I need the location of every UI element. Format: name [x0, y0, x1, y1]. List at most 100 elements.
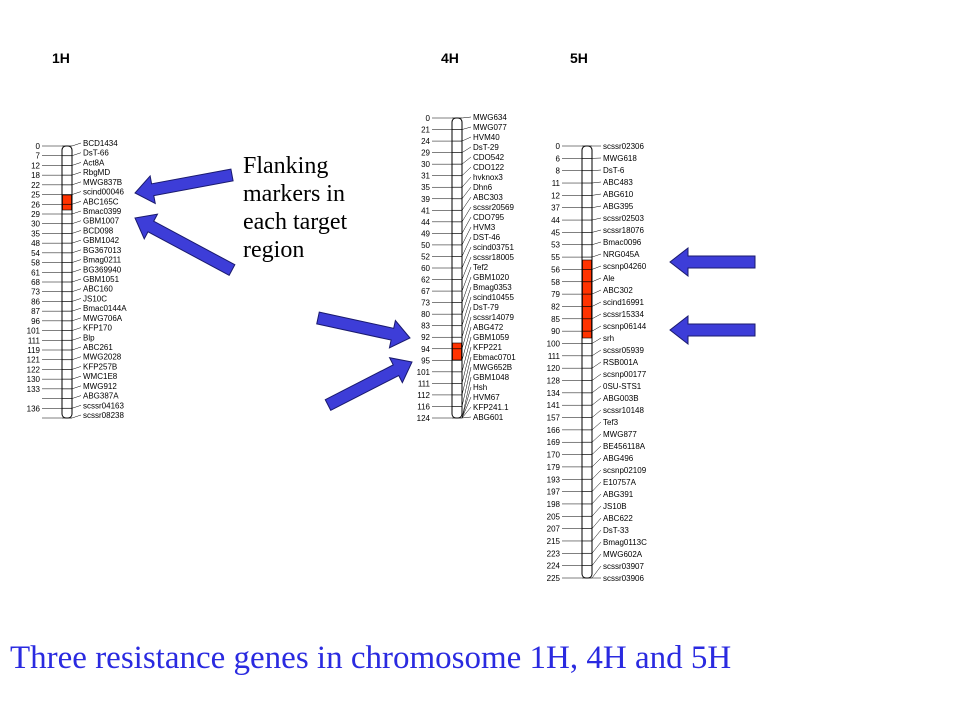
marker-connector — [461, 286, 472, 315]
marker-connector — [71, 269, 82, 273]
position-label: 169 — [547, 438, 561, 447]
position-label: 62 — [421, 276, 430, 285]
marker-label: ABC261 — [83, 343, 113, 352]
marker-connector — [461, 386, 472, 419]
marker-connector — [591, 301, 602, 307]
marker-label: Tef3 — [603, 418, 619, 427]
marker-connector — [591, 289, 602, 295]
marker-connector — [461, 376, 472, 419]
position-label: 8 — [556, 167, 561, 176]
marker-connector — [461, 396, 472, 419]
position-label: 44 — [551, 216, 560, 225]
marker-label: scsnp04260 — [603, 262, 647, 271]
position-label: 96 — [31, 317, 40, 326]
marker-label: scssr08238 — [83, 411, 124, 420]
position-label: 30 — [31, 220, 40, 229]
position-label: 83 — [421, 322, 430, 331]
position-label: 87 — [31, 307, 40, 316]
marker-label: MWG912 — [83, 382, 117, 391]
marker-connector — [71, 239, 82, 244]
marker-label: GBM1051 — [83, 275, 120, 284]
marker-connector — [461, 256, 472, 280]
position-label: 67 — [421, 287, 430, 296]
marker-connector — [71, 385, 82, 390]
marker-connector — [591, 313, 602, 320]
marker-label: scssr18076 — [603, 226, 644, 235]
marker-label: Blp — [83, 333, 95, 342]
position-label: 18 — [31, 171, 40, 180]
marker-connector — [591, 397, 602, 406]
marker-label: KFP257B — [83, 362, 117, 371]
marker-label: GBM1020 — [473, 273, 510, 282]
position-label: 119 — [27, 346, 40, 355]
marker-connector — [591, 541, 602, 554]
marker-label: WMC1E8 — [83, 372, 118, 381]
marker-label: scind10455 — [473, 293, 514, 302]
marker-label: ABG610 — [603, 190, 634, 199]
position-label: 48 — [31, 239, 40, 248]
marker-label: MWG2028 — [83, 353, 122, 362]
position-label: 41 — [421, 206, 430, 215]
position-label: 121 — [27, 356, 41, 365]
marker-connector — [591, 265, 602, 270]
position-label: 205 — [547, 512, 561, 521]
marker-label: hvknox3 — [473, 173, 503, 182]
marker-label: scsnp00177 — [603, 370, 647, 379]
marker-connector — [591, 517, 602, 529]
marker-connector — [71, 152, 82, 156]
marker-connector — [71, 210, 82, 215]
marker-label: scsnp02109 — [603, 466, 647, 475]
marker-connector — [71, 327, 82, 331]
position-label: 30 — [421, 160, 430, 169]
marker-label: Ebmac0701 — [473, 353, 516, 362]
marker-connector — [461, 206, 472, 222]
marker-connector — [591, 493, 602, 505]
marker-connector — [71, 337, 82, 341]
target-region-4h — [452, 342, 462, 361]
position-label: 54 — [31, 249, 40, 258]
position-label: 112 — [417, 391, 430, 400]
position-label: 11 — [552, 179, 561, 188]
marker-label: KFP241.1 — [473, 403, 509, 412]
position-label: 90 — [551, 327, 560, 336]
marker-connector — [461, 356, 472, 395]
marker-connector — [71, 201, 82, 205]
marker-connector — [71, 307, 82, 312]
marker-connector — [591, 385, 602, 394]
marker-connector — [461, 326, 472, 361]
position-label: 52 — [421, 252, 430, 261]
marker-label: Bmag0113C — [603, 538, 647, 547]
marker-connector — [591, 505, 602, 517]
position-label: 21 — [421, 126, 430, 135]
position-label: 95 — [421, 356, 430, 365]
marker-connector — [591, 337, 602, 344]
position-label: 225 — [547, 574, 561, 583]
position-label: 35 — [421, 183, 430, 192]
marker-connector — [591, 253, 602, 258]
marker-connector — [461, 176, 472, 188]
position-label: 24 — [421, 137, 430, 146]
marker-connector — [461, 186, 472, 199]
marker-connector — [71, 414, 82, 419]
marker-label: GBM1059 — [473, 333, 510, 342]
position-label: 56 — [551, 265, 560, 274]
marker-label: KFP221 — [473, 343, 502, 352]
marker-connector — [591, 217, 602, 221]
marker-label: MWG837B — [83, 178, 122, 187]
marker-label: GBM1048 — [473, 373, 510, 382]
marker-connector — [591, 409, 602, 418]
marker-connector — [461, 416, 472, 419]
position-label: 61 — [31, 268, 40, 277]
target-region-5h — [582, 259, 592, 339]
marker-label: ABC303 — [473, 193, 503, 202]
marker-label: NRG045A — [603, 250, 640, 259]
marker-label: Ale — [603, 274, 615, 283]
marker-connector — [71, 346, 82, 351]
marker-label: scssr02306 — [603, 142, 644, 151]
marker-label: scssr04163 — [83, 401, 124, 410]
position-label: 58 — [551, 278, 560, 287]
marker-label: JS10C — [83, 294, 107, 303]
position-label: 68 — [31, 278, 40, 287]
marker-label: CDO122 — [473, 163, 505, 172]
marker-label: HVM3 — [473, 223, 496, 232]
